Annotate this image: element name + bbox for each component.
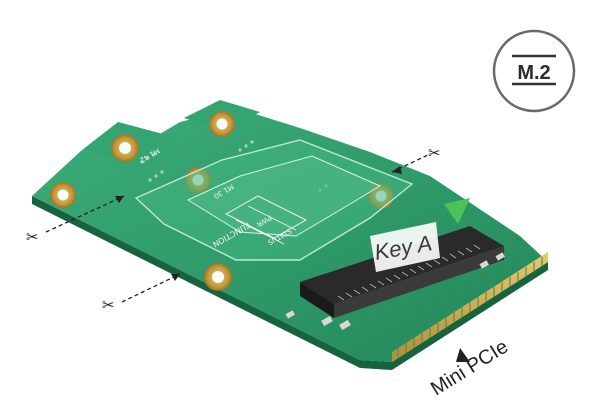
interface-label: Mini PCIe: [427, 336, 512, 401]
scissors-icon: ✂: [26, 228, 39, 246]
m2-badge: M.2: [492, 29, 576, 113]
mounting-hole: [209, 111, 235, 137]
interface-label-text: Mini PCIe: [427, 336, 512, 401]
key-marker-icon: [444, 198, 470, 224]
arrow-icon: [171, 274, 180, 281]
cut-line-left-top: ✂: [26, 195, 125, 246]
m2-badge-circle: [492, 29, 576, 113]
mounting-hole: [111, 134, 139, 162]
key-label: Key A: [370, 222, 440, 272]
m2-card-inner: [186, 155, 382, 237]
arrow-icon: [456, 348, 470, 362]
mounting-hole: [50, 182, 76, 208]
scissors-icon: ✂: [102, 296, 115, 314]
m2-badge-label: M.2: [517, 62, 550, 84]
cut-line-left-bottom: ✂: [102, 273, 181, 314]
gold-edge-connector: [392, 252, 548, 362]
arrow-icon: [392, 166, 402, 174]
smd-components: [285, 252, 505, 331]
mounting-hole: [204, 263, 232, 291]
scissors-icon: ✂: [428, 144, 441, 162]
cut-line-right: ✂: [391, 144, 441, 174]
arrow-icon: [115, 196, 124, 203]
